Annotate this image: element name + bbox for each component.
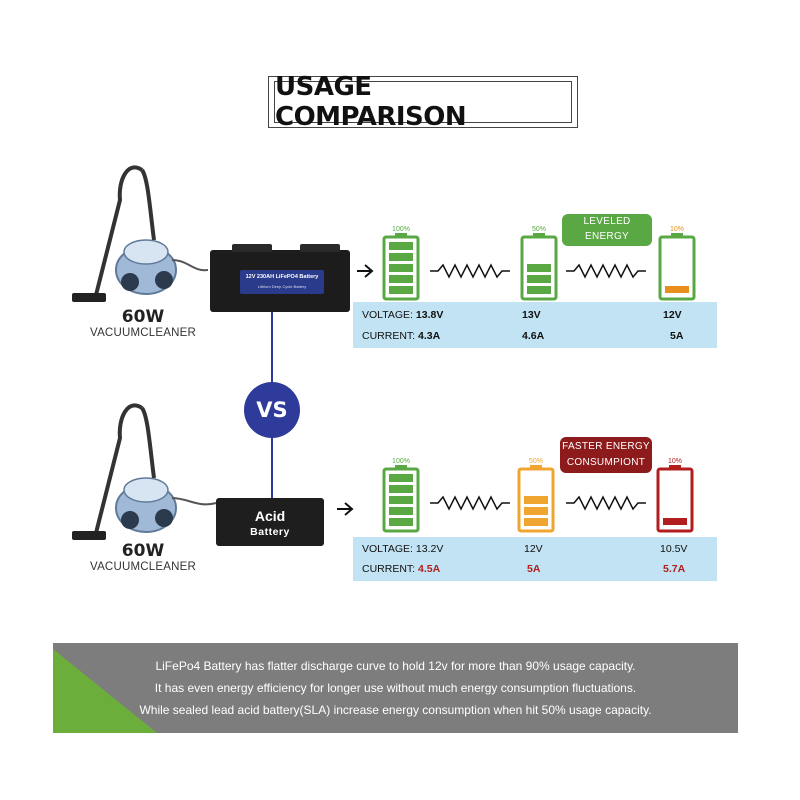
level-percent: 10% bbox=[669, 226, 684, 233]
voltage-value: 10.5V bbox=[660, 543, 688, 555]
faster-energy-callout: FASTER ENERGY CONSUMPIONT bbox=[560, 437, 652, 473]
device-label: VACUUMCLEANER bbox=[90, 561, 196, 573]
level-percent: 50% bbox=[531, 226, 546, 233]
zigzag-icon bbox=[566, 263, 646, 279]
battery-sublabel: Lithium Deep Cycle Battery bbox=[257, 284, 307, 289]
battery-level-low-icon bbox=[658, 233, 696, 301]
voltage-row: VOLTAGE: 13.2V bbox=[362, 543, 443, 555]
callout-line1: FASTER ENERGY bbox=[562, 441, 650, 452]
level-percent: 10% bbox=[667, 458, 682, 465]
acid-battery-sublabel: Battery bbox=[250, 526, 290, 538]
voltage-value-text: 13V bbox=[522, 309, 541, 321]
voltage-row: VOLTAGE: 13.8V bbox=[362, 309, 443, 321]
voltage-value: 13V bbox=[522, 309, 541, 321]
footer-banner: LiFePo4 Battery has flatter discharge cu… bbox=[53, 643, 738, 733]
arrow-right-icon bbox=[357, 264, 374, 278]
level-percent: 100% bbox=[392, 226, 410, 233]
voltage-value: 13.2V bbox=[415, 543, 444, 555]
current-value: 4.5A bbox=[418, 563, 441, 575]
battery-level-half-icon bbox=[520, 233, 558, 301]
voltage-label: VOLTAGE: bbox=[362, 309, 413, 321]
vs-badge: VS bbox=[244, 382, 300, 438]
leveled-energy-callout: LEVELED ENERGY CONSUMPTION bbox=[562, 214, 652, 257]
page-title: USAGE COMPARISON bbox=[274, 72, 572, 132]
current-value: 4.3A bbox=[418, 330, 441, 342]
green-triangle-accent bbox=[53, 649, 157, 733]
callout-line2: CONSUMPIONT bbox=[566, 457, 646, 468]
current-value: 5.7A bbox=[663, 563, 686, 575]
battery-level-half-icon bbox=[517, 465, 555, 533]
current-label: CURRENT: bbox=[362, 330, 416, 342]
acid-battery: Acid Battery bbox=[216, 498, 324, 546]
footer-line1: LiFePo4 Battery has flatter discharge cu… bbox=[155, 659, 636, 673]
callout-line2: CONSUMPTION bbox=[567, 246, 647, 257]
voltage-value: 13.8V bbox=[415, 309, 444, 321]
vacuum-cleaner-icon bbox=[72, 403, 217, 540]
battery-level-low-icon bbox=[656, 465, 694, 533]
battery-level-full-icon bbox=[382, 465, 420, 533]
current-value: 5A bbox=[670, 330, 683, 342]
current-value-text: 4.6A bbox=[522, 330, 545, 342]
voltage-value: 12V bbox=[524, 543, 543, 555]
power-rating: 60W bbox=[121, 541, 165, 561]
current-row: CURRENT: 4.3A bbox=[362, 330, 440, 342]
vacuum-cleaner-icon bbox=[72, 165, 208, 302]
power-rating: 60W bbox=[121, 307, 165, 327]
level-percent: 100% bbox=[392, 458, 410, 465]
lifepo4-battery: 12V 230AH LiFePO4 Battery Lithium Deep C… bbox=[210, 244, 350, 312]
zigzag-icon bbox=[430, 263, 510, 279]
arrow-right-icon bbox=[337, 502, 354, 516]
footer-line3: While sealed lead acid battery(SLA) incr… bbox=[139, 703, 652, 717]
bottom-info-panel bbox=[353, 537, 717, 581]
battery-level-full-icon bbox=[382, 233, 420, 301]
battery-label: 12V 230AH LiFePO4 Battery bbox=[245, 274, 319, 280]
voltage-value: 12V bbox=[663, 309, 682, 321]
current-value-text: 5A bbox=[670, 330, 684, 342]
zigzag-icon bbox=[430, 495, 510, 511]
zigzag-icon bbox=[566, 495, 646, 511]
current-value: 5A bbox=[527, 563, 541, 575]
top-info-panel bbox=[353, 302, 717, 348]
current-value: 4.6A bbox=[522, 330, 544, 342]
voltage-value-text: 12V bbox=[663, 309, 682, 321]
footer-line2: It has even energy efficiency for longer… bbox=[154, 681, 637, 695]
current-label: CURRENT: bbox=[362, 563, 416, 575]
voltage-label: VOLTAGE: bbox=[362, 543, 413, 555]
acid-battery-label: Acid bbox=[254, 508, 286, 524]
title-frame bbox=[268, 76, 578, 128]
device-label: VACUUMCLEANER bbox=[90, 327, 196, 339]
current-row: CURRENT: 4.5A bbox=[362, 563, 440, 575]
callout-line1: LEVELED ENERGY bbox=[583, 216, 631, 242]
level-percent: 50% bbox=[528, 458, 543, 465]
